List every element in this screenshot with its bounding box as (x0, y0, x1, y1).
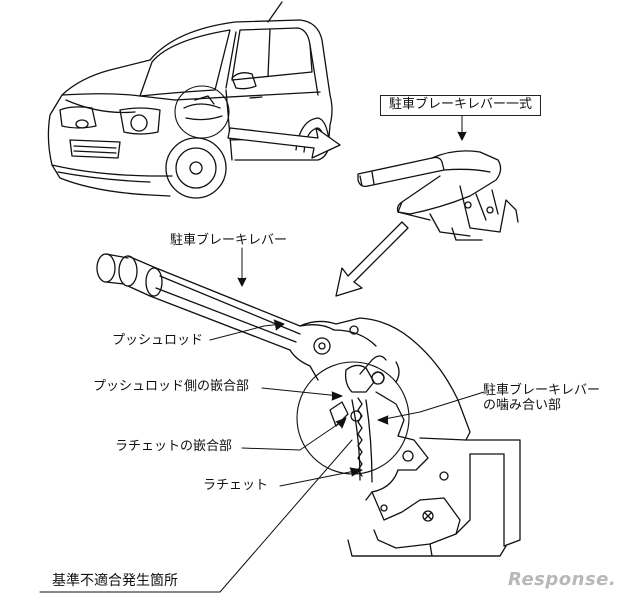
defect-location-label: 基準不適合発生箇所 (52, 573, 178, 589)
assembly-illustration (357, 150, 519, 241)
engagement-label: 駐車ブレーキレバー の噛み合い部 (483, 383, 601, 414)
car-illustration (47, 1, 333, 199)
ratchet-fit-label: ラチェットの嵌合部 (115, 439, 233, 454)
engagement-label-line1: 駐車ブレーキレバー (483, 383, 601, 398)
assembly-label: 駐車ブレーキレバー一式 (380, 95, 542, 116)
pushrod-label: プッシュロッド (112, 333, 204, 348)
pushrod-fit-label: プッシュロッド側の嵌合部 (93, 379, 250, 394)
lever-label: 駐車ブレーキレバー (170, 233, 288, 248)
response-watermark: Response. (508, 569, 617, 590)
ratchet-label: ラチェット (203, 478, 269, 493)
leader-lines (39, 107, 485, 593)
arrow-car-to-assembly (227, 127, 341, 159)
engagement-label-line2: の噛み合い部 (483, 397, 562, 413)
lever-detail-illustration (96, 253, 521, 557)
arrow-assembly-to-detail (335, 221, 409, 297)
